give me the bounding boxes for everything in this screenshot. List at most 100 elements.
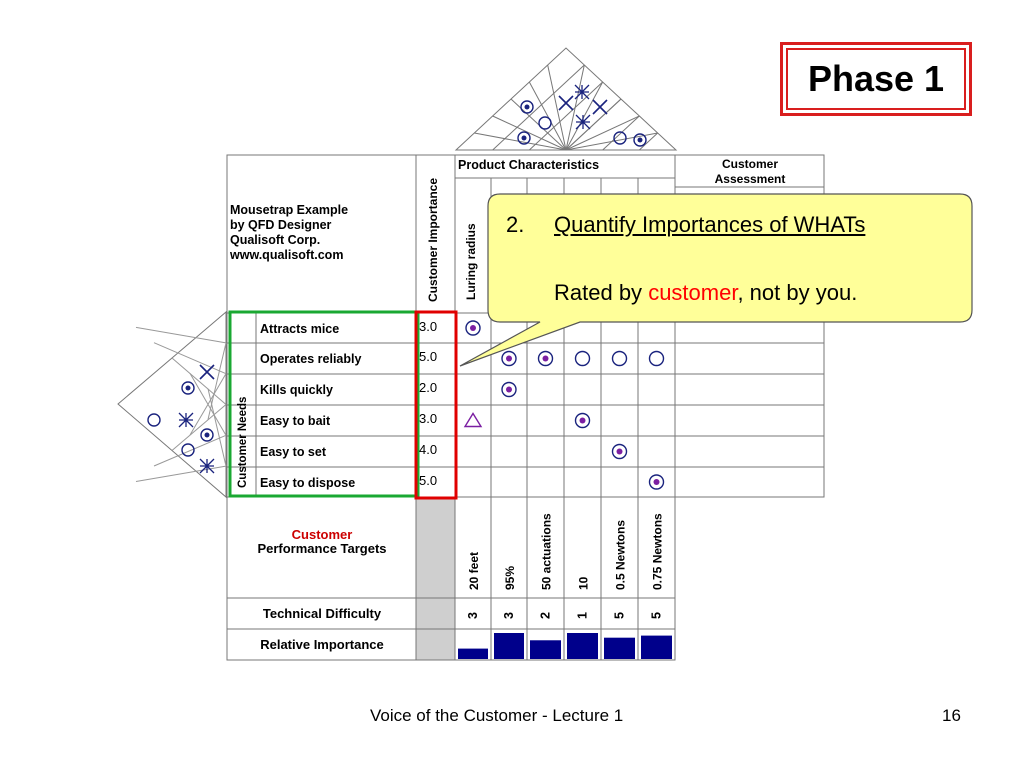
relative-importance-bar xyxy=(604,637,635,659)
technical-difficulty-label: Technical Difficulty xyxy=(263,606,382,621)
importance-highlight-box xyxy=(414,310,458,500)
callout-rest: , not by you. xyxy=(737,280,858,305)
strong-negative-correlation-symbol xyxy=(199,458,215,474)
strong-correlation-symbol xyxy=(181,381,195,395)
relative-importance-bar xyxy=(530,640,561,659)
customer-needs-label: Customer Needs xyxy=(237,397,249,488)
strong-correlation-dot xyxy=(524,104,530,110)
customer-assessment-header: Customer xyxy=(722,157,778,171)
strong-correlation-dot xyxy=(521,135,527,141)
footer-title: Voice of the Customer - Lecture 1 xyxy=(370,706,624,725)
strong-relationship-dot xyxy=(616,448,623,455)
performance-target: 0.75 Newtons xyxy=(651,513,665,590)
customer-importance-header: Customer Importance xyxy=(426,178,440,302)
strong-correlation-dot xyxy=(185,385,191,391)
strong-relationship-symbol xyxy=(537,350,554,367)
targets-label: Performance Targets xyxy=(257,541,386,556)
strong-relationship-symbol xyxy=(648,474,665,490)
strong-negative-correlation-symbol xyxy=(575,114,591,130)
performance-target: 10 xyxy=(577,576,591,590)
need-label: Easy to dispose xyxy=(260,476,355,490)
example-line: Mousetrap Example xyxy=(230,203,348,217)
negative-correlation-symbol xyxy=(558,95,574,111)
importance-value: 4.0 xyxy=(419,442,437,457)
medium-correlation-symbol xyxy=(181,443,195,457)
importance-value: 2.0 xyxy=(419,380,437,395)
strong-correlation-symbol xyxy=(520,100,534,114)
need-label: Operates reliably xyxy=(260,352,361,366)
technical-difficulty-value: 2 xyxy=(539,612,553,619)
negative-correlation-symbol xyxy=(592,99,608,115)
relative-importance-bar xyxy=(458,648,488,659)
relative-importance-bar xyxy=(494,633,524,659)
strong-correlation-symbol xyxy=(200,428,214,442)
technical-difficulty-value: 5 xyxy=(613,612,627,619)
performance-target: 0.5 Newtons xyxy=(614,520,628,590)
product-characteristics-header: Product Characteristics xyxy=(458,158,599,172)
strong-correlation-symbol xyxy=(517,131,531,145)
customer-assessment-header: Assessment xyxy=(715,172,786,186)
negative-correlation-symbol xyxy=(199,364,215,380)
strong-negative-correlation-symbol xyxy=(574,84,590,100)
needs-highlight-box xyxy=(228,310,420,498)
importance-value: 5.0 xyxy=(419,473,437,488)
weak-relationship-symbol xyxy=(463,412,483,428)
strong-relationship-dot xyxy=(470,325,476,331)
strong-correlation-dot xyxy=(204,432,210,438)
strong-relationship-dot xyxy=(653,479,660,485)
strong-relationship-dot xyxy=(579,417,586,424)
importance-value: 3.0 xyxy=(419,319,437,334)
technical-difficulty-value: 5 xyxy=(650,612,664,619)
example-line: Qualisoft Corp. xyxy=(230,233,320,247)
callout-rated-by: Rated by xyxy=(554,280,643,305)
callout-bubble xyxy=(459,193,973,367)
correlation-roof xyxy=(454,47,678,151)
need-label: Kills quickly xyxy=(260,383,333,397)
callout-title: Quantify Importances of WHATs xyxy=(554,212,866,237)
importance-column-shade xyxy=(416,497,455,660)
strong-relationship-dot xyxy=(506,355,512,362)
technical-difficulty-value: 3 xyxy=(466,612,480,619)
phase-label: Phase 1 xyxy=(786,48,966,110)
performance-target: 95% xyxy=(503,566,517,590)
strong-relationship-symbol xyxy=(501,381,517,398)
callout-text: 2. Quantify Importances of WHATs Rated b… xyxy=(492,200,972,318)
page-number: 16 xyxy=(942,706,961,725)
medium-correlation-symbol xyxy=(147,413,161,427)
need-label: Easy to set xyxy=(260,445,327,459)
medium-correlation-symbol xyxy=(538,116,552,130)
phase-label-box: Phase 1 xyxy=(780,42,972,116)
strong-correlation-dot xyxy=(637,137,643,143)
example-title: Mousetrap Example by QFD Designer Qualis… xyxy=(229,203,348,262)
callout-number: 2. xyxy=(506,212,525,237)
strong-correlation-symbol xyxy=(633,133,647,147)
medium-correlation-symbol xyxy=(613,131,627,145)
characteristic-luring-radius: Luring radius xyxy=(464,223,478,300)
medium-relationship-symbol xyxy=(574,350,591,367)
medium-relationship-symbol xyxy=(611,350,628,367)
performance-target: 50 actuations xyxy=(540,513,554,590)
technical-difficulty-value: 1 xyxy=(576,612,590,619)
strong-relationship-symbol xyxy=(465,320,481,336)
need-label: Attracts mice xyxy=(260,322,339,336)
technical-difficulty-value: 3 xyxy=(502,612,516,619)
strong-relationship-symbol xyxy=(574,412,591,429)
need-label: Easy to bait xyxy=(260,414,331,428)
relative-importance-label: Relative Importance xyxy=(260,637,384,652)
relative-importance-bar xyxy=(641,635,672,659)
example-line: by QFD Designer xyxy=(230,218,332,232)
importance-value: 5.0 xyxy=(419,349,437,364)
importance-value: 3.0 xyxy=(419,411,437,426)
strong-relationship-symbol xyxy=(501,350,517,367)
strong-relationship-dot xyxy=(506,386,512,393)
strong-negative-correlation-symbol xyxy=(178,412,194,428)
strong-relationship-symbol xyxy=(611,443,628,460)
callout-customer-word: customer xyxy=(648,280,738,305)
relative-importance-bar xyxy=(567,633,598,659)
strong-relationship-dot xyxy=(542,355,549,362)
performance-target: 20 feet xyxy=(467,552,481,590)
targets-label-customer: Customer xyxy=(292,527,353,542)
callout-subtitle: Rated by customer, not by you. xyxy=(554,280,857,306)
